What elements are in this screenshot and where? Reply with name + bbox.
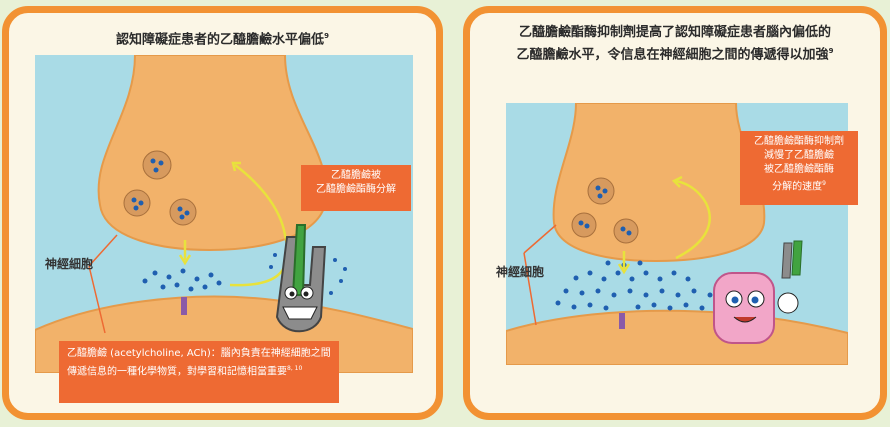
- neuron-label-left: 神經細胞: [45, 257, 94, 271]
- left-panel-title: 認知障礙症患者的乙醯膽鹼水平偏低9: [9, 27, 436, 49]
- acetylcholine-molecules: [142, 268, 222, 292]
- note-ref: 8, 10: [287, 365, 303, 372]
- left-callout-line2: 乙醯膽鹼酯酶分解: [316, 184, 396, 195]
- acetylcholinesterase-enzyme: [269, 224, 347, 333]
- neuron-label-right: 神經細胞: [496, 265, 545, 279]
- synapse-illustration-right: [506, 103, 848, 365]
- label-pointers: [523, 224, 557, 326]
- right-panel: 乙醯膽鹼酯酶抑制劑提高了認知障礙症患者腦內偏低的 乙醯膽鹼水平，令信息在神經細胞…: [463, 6, 887, 420]
- arrows: [178, 161, 289, 287]
- vesicles: [123, 150, 197, 226]
- left-panel: 認知障礙症患者的乙醯膽鹼水平偏低9: [2, 6, 443, 420]
- presynaptic-neuron: [97, 55, 328, 252]
- right-panel-title: 乙醯膽鹼酯酶抑制劑提高了認知障礙症患者腦內偏低的 乙醯膽鹼水平，令信息在神經細胞…: [470, 23, 880, 64]
- right-title-line2: 乙醯膽鹼水平，令信息在神經細胞之間的傳遞得以加強: [516, 47, 829, 63]
- right-title-line1: 乙醯膽鹼酯酶抑制劑提高了認知障礙症患者腦內偏低的: [518, 25, 831, 40]
- right-callout-line2: 減慢了乙醯膽鹼: [764, 150, 834, 161]
- left-title-text: 認知障礙症患者的乙醯膽鹼水平偏低: [116, 32, 325, 48]
- label-pointers: [88, 234, 118, 334]
- synapse-illustration-left: [35, 55, 413, 373]
- synapse-scene-left: [35, 55, 413, 373]
- right-callout-line3: 被乙醯膽鹼酯酶: [764, 164, 834, 175]
- inhibited-enzyme: [781, 240, 803, 279]
- right-callout-line1: 乙醯膽鹼酯酶抑制劑: [754, 136, 844, 147]
- left-callout-line1: 乙醯膽鹼被: [331, 170, 381, 181]
- acetylcholine-note: 乙醯膽鹼 (acetylcholine, ACh)：腦內負責在神經細胞之間傳遞信…: [59, 341, 339, 403]
- receptor: [619, 313, 625, 329]
- left-title-ref: 9: [324, 32, 329, 40]
- inhibitor-character: [713, 272, 799, 344]
- right-callout-ref: 9: [822, 180, 826, 187]
- vesicles: [571, 177, 639, 244]
- postsynaptic-neuron: [506, 309, 848, 365]
- enzyme-callout-left: 乙醯膽鹼被 乙醯膽鹼酯酶分解: [301, 165, 411, 211]
- acetylcholine-molecules: [555, 260, 713, 311]
- note-text: 乙醯膽鹼 (acetylcholine, ACh)：腦內負責在神經細胞之間傳遞信…: [67, 348, 331, 378]
- inhibitor-callout: 乙醯膽鹼酯酶抑制劑 減慢了乙醯膽鹼 被乙醯膽鹼酯酶 分解的速度9: [740, 131, 858, 205]
- arrows: [617, 175, 711, 275]
- right-callout-line4: 分解的速度: [772, 181, 823, 193]
- right-title-ref: 9: [828, 47, 834, 55]
- receptor: [181, 297, 187, 315]
